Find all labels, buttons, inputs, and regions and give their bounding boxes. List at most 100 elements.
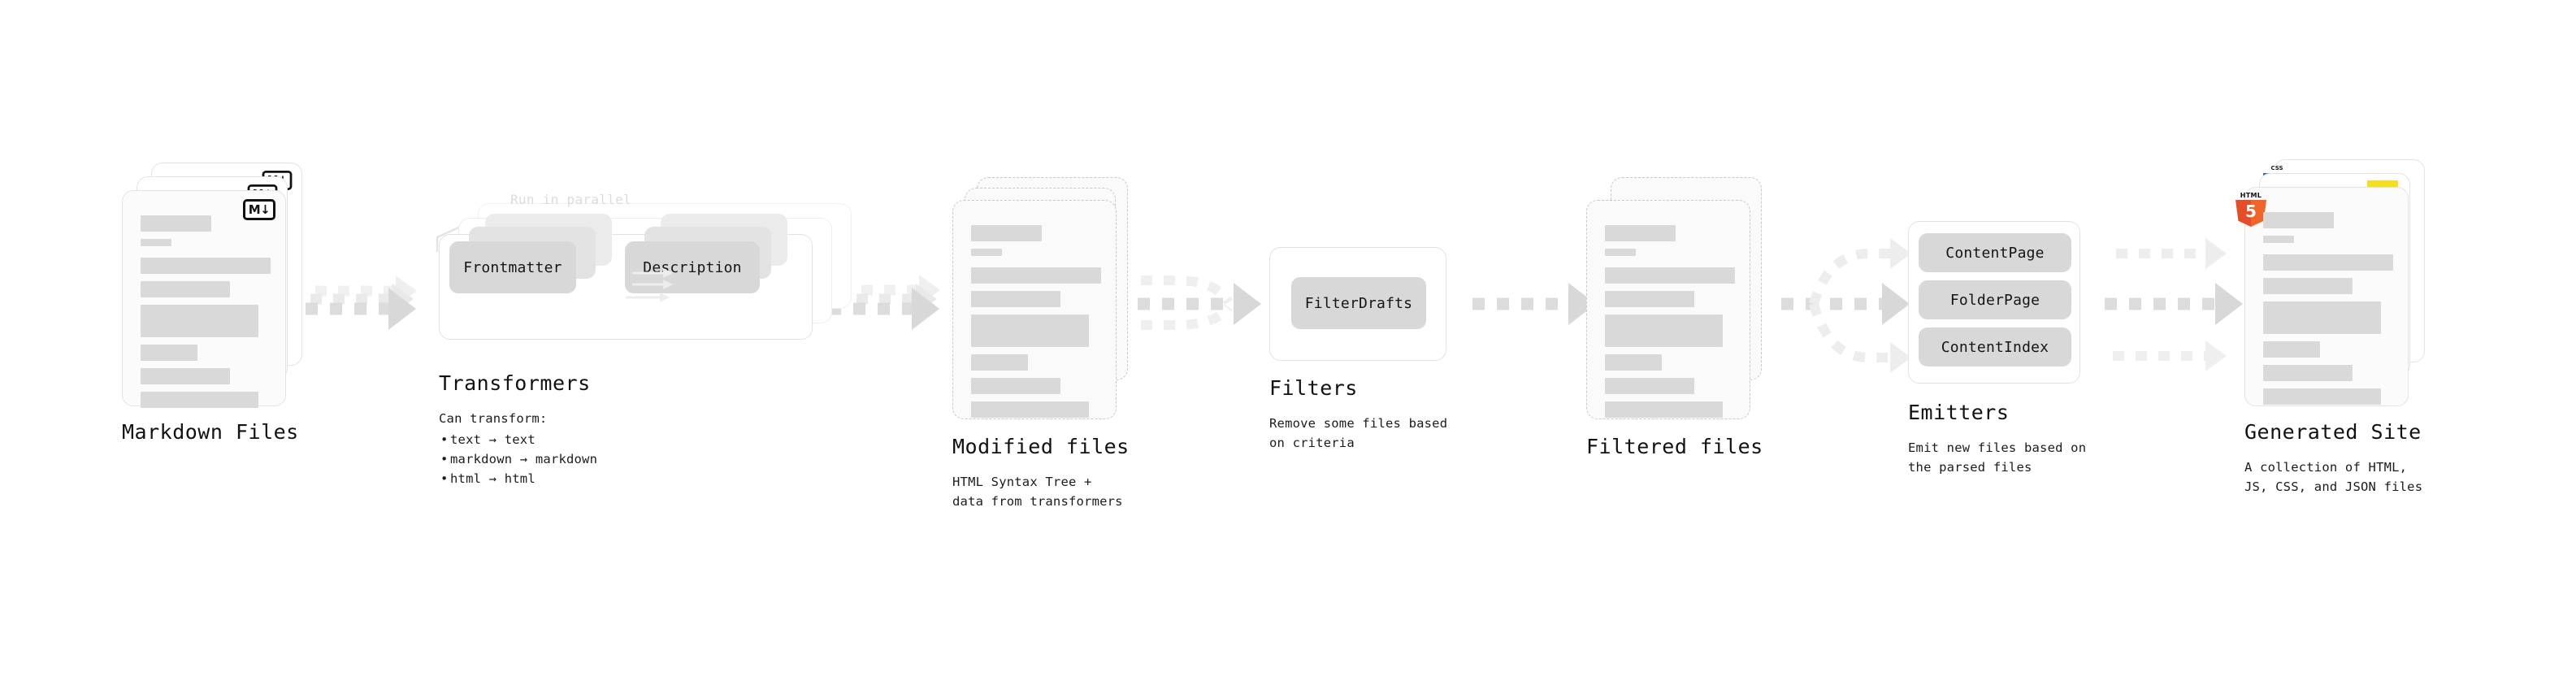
markdown-placeholder-lines <box>141 215 271 415</box>
stage-subtitle: A collection of HTML, JS, CSS, and JSON … <box>2244 458 2422 497</box>
connector-markdown-to-transformers <box>306 275 417 330</box>
filtered-card-stack <box>1586 177 1773 419</box>
stage-markdown-files: M↓ M↓ M↓ Markdown Files <box>122 163 309 444</box>
chip-description[interactable]: Description <box>625 241 760 293</box>
placeholder-line <box>2263 365 2353 381</box>
caption-generated-site: Generated Site A collection of HTML, JS,… <box>2244 420 2422 497</box>
subtitle-line: data from transformers <box>952 493 1123 509</box>
placeholder-line <box>1605 354 1662 371</box>
connector-filtered-to-emitters <box>1781 238 1911 373</box>
subtitle-line: the parsed files <box>1908 459 2032 475</box>
caption-filters: Filters Remove some files based on crite… <box>1269 376 1447 453</box>
placeholder-line <box>1605 249 1636 256</box>
stage-title: Filtered files <box>1586 435 1763 458</box>
placeholder-line <box>1605 267 1735 284</box>
caption-emitters: Emitters Emit new files based on the par… <box>1908 401 2086 477</box>
connector-filters-to-filtered <box>1472 283 1596 325</box>
placeholder-line <box>141 258 271 274</box>
modified-card-stack <box>952 177 1139 419</box>
stage-title: Markdown Files <box>122 420 299 444</box>
placeholder-line <box>2263 301 2381 334</box>
subtitle-line: HTML Syntax Tree + <box>952 474 1092 489</box>
placeholder-line <box>2263 388 2381 405</box>
stage-title: Transformers <box>439 371 591 395</box>
subtitle-line: JS, CSS, and JSON files <box>2244 479 2423 494</box>
css-badge-text: CSS <box>2270 165 2283 171</box>
caption-transformers: Transformers Can transform: text → text … <box>439 371 597 488</box>
placeholder-line <box>141 345 197 361</box>
placeholder-line <box>141 305 258 337</box>
placeholder-line <box>971 249 1002 256</box>
connector-modified-to-filters <box>1138 275 1261 330</box>
markdown-card-front: M↓ <box>122 190 286 408</box>
subtitle-line: on criteria <box>1269 435 1355 450</box>
placeholder-line <box>971 314 1089 347</box>
site-card-front-html: HTML 5 <box>2236 187 2409 406</box>
subtitle-head: Can transform: <box>439 410 548 426</box>
placeholder-line <box>1605 401 1723 418</box>
stage-subtitle: Remove some files based on criteria <box>1269 414 1447 453</box>
placeholder-line <box>971 291 1060 307</box>
transform-list: text → text markdown → markdown html → h… <box>439 430 597 488</box>
subtitle-line: Emit new files based on <box>1908 440 2087 455</box>
stage-subtitle: Emit new files based on the parsed files <box>1908 438 2086 477</box>
stage-subtitle: HTML Syntax Tree + data from transformer… <box>952 472 1130 511</box>
caption-markdown-files: Markdown Files <box>122 420 299 445</box>
filters-group-box: FilterDrafts <box>1269 247 1446 361</box>
placeholder-line <box>1605 314 1723 347</box>
stage-title: Filters <box>1269 376 1358 400</box>
subtitle-line: Remove some files based <box>1269 415 1448 431</box>
modified-card-front <box>952 200 1117 419</box>
placeholder-line <box>2263 236 2294 243</box>
stage-generated-site: CSS HTML 5 <box>2236 159 2439 494</box>
connector-emitters-to-site <box>2105 238 2243 371</box>
annotation-run-in-parallel: Run in parallel <box>510 192 631 207</box>
html5-wordmark: HTML <box>2240 192 2262 199</box>
transformers-group-box: Frontmatter Description <box>439 214 813 340</box>
site-card-stack: CSS HTML 5 <box>2236 159 2439 406</box>
placeholder-line <box>1605 378 1694 394</box>
filtered-card-front <box>1586 200 1750 419</box>
placeholder-line <box>2263 254 2393 271</box>
stage-modified-files: Modified files HTML Syntax Tree + data f… <box>952 177 1139 509</box>
emitters-group-box: ContentPage FolderPage ContentIndex <box>1908 221 2080 384</box>
chip-folderpage[interactable]: FolderPage <box>1919 280 2071 319</box>
stage-title: Emitters <box>1908 401 2010 424</box>
html5-number: 5 <box>2245 202 2257 221</box>
placeholder-line <box>141 239 171 246</box>
chip-contentpage[interactable]: ContentPage <box>1919 233 2071 272</box>
placeholder-line <box>1605 225 1676 241</box>
placeholder-line <box>971 378 1060 394</box>
chip-contentindex[interactable]: ContentIndex <box>1919 327 2071 367</box>
placeholder-line <box>971 354 1028 371</box>
transform-item: html → html <box>439 469 597 488</box>
placeholder-line <box>141 368 230 384</box>
transform-item: markdown → markdown <box>439 449 597 469</box>
caption-filtered-files: Filtered files <box>1586 435 1763 459</box>
markdown-card-stack: M↓ M↓ M↓ <box>122 163 309 408</box>
html5-badge: HTML 5 <box>2236 193 2266 227</box>
placeholder-line <box>971 225 1042 241</box>
placeholder-line <box>141 281 230 297</box>
placeholder-line <box>971 401 1089 418</box>
stage-title: Modified files <box>952 435 1130 458</box>
placeholder-line <box>971 267 1101 284</box>
placeholder-line <box>141 215 211 232</box>
placeholder-line <box>1605 291 1694 307</box>
placeholder-line <box>2263 212 2334 228</box>
markdown-badge-front: M↓ <box>243 199 275 220</box>
subtitle-line: A collection of HTML, <box>2244 459 2408 475</box>
filtered-placeholder-lines <box>1605 225 1735 425</box>
site-placeholder-lines <box>2263 212 2393 412</box>
modified-placeholder-lines <box>971 225 1101 425</box>
chip-filterdrafts[interactable]: FilterDrafts <box>1291 277 1426 329</box>
placeholder-line <box>141 392 258 408</box>
placeholder-line <box>2263 341 2320 358</box>
stage-title: Generated Site <box>2244 420 2422 444</box>
stage-subtitle: Can transform: text → text markdown → ma… <box>439 409 597 488</box>
caption-modified-files: Modified files HTML Syntax Tree + data f… <box>952 435 1130 511</box>
chip-frontmatter[interactable]: Frontmatter <box>449 241 576 293</box>
stage-filtered-files: Filtered files <box>1586 177 1773 458</box>
placeholder-line <box>2263 278 2353 294</box>
